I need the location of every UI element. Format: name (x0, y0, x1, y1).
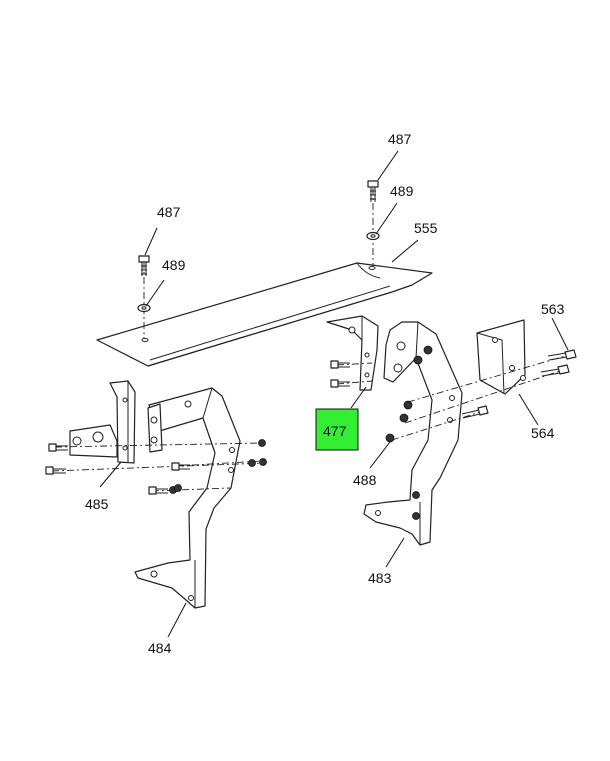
callout-485: 485 (85, 496, 109, 512)
callout-487-right: 487 (388, 131, 412, 147)
washer-489-right (366, 231, 380, 241)
leader-lines (99, 150, 569, 638)
bolts-563 (391, 349, 577, 441)
bracket-484 (134, 387, 241, 609)
callout-564: 564 (531, 425, 555, 441)
callout-555: 555 (414, 220, 438, 236)
callout-487-left: 487 (157, 204, 181, 220)
plate-555 (96, 262, 433, 367)
highlight-box-477 (315, 408, 359, 451)
bolt-487-left (138, 255, 150, 338)
bracket-485 (69, 380, 136, 464)
bracket-483 (363, 321, 463, 546)
callout-477: 477 (323, 423, 347, 439)
plate-564 (476, 319, 526, 395)
callout-489-left: 489 (162, 257, 186, 273)
bracket-477 (326, 315, 379, 391)
callout-484: 484 (148, 640, 172, 656)
bolts-485-484 (45, 439, 267, 495)
callout-563: 563 (541, 301, 565, 317)
callout-483: 483 (368, 570, 392, 586)
callout-488: 488 (353, 472, 377, 488)
bolt-487-right (367, 180, 379, 266)
callout-489-right: 489 (390, 183, 414, 199)
washer-489-left (137, 303, 151, 313)
